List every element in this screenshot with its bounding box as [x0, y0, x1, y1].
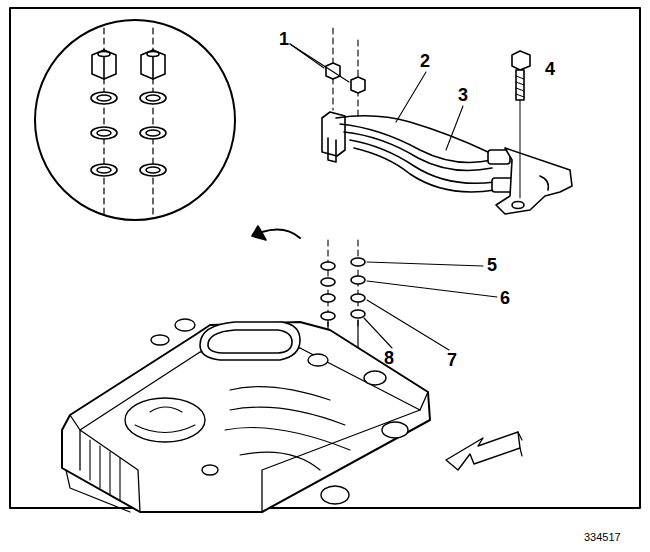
callout-number: 5	[487, 256, 497, 274]
figure-number: 334517	[584, 532, 621, 543]
callout-number: 7	[447, 351, 457, 369]
callout-number: 4	[545, 60, 555, 78]
callout-number: 6	[500, 289, 510, 307]
callout-number: 2	[420, 52, 430, 70]
callout-number: 8	[384, 349, 394, 367]
callout-number: 1	[279, 30, 289, 48]
callout-number: 3	[458, 86, 468, 104]
